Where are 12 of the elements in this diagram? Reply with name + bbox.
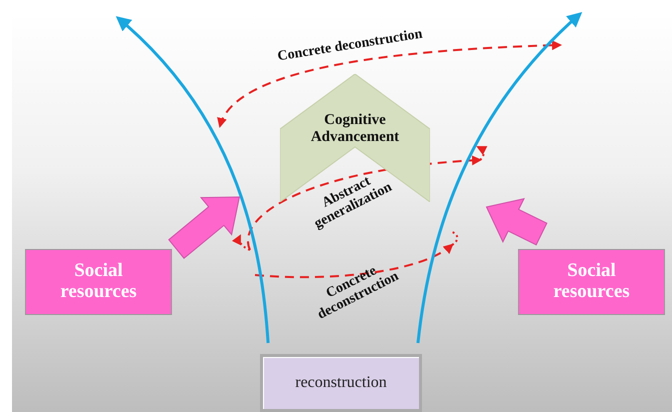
label-box — [25, 249, 172, 315]
node-text: Social resources — [552, 261, 631, 303]
node-text: Cognitive Advancement — [310, 112, 400, 145]
label-box — [260, 354, 422, 412]
node-text: reconstruction — [295, 374, 387, 392]
curved-arrow — [116, 16, 270, 344]
arrow-label: Concrete deconstruction — [276, 26, 424, 66]
block-arrow — [486, 198, 548, 246]
label-box — [518, 249, 665, 315]
block-arrow — [168, 196, 240, 259]
node-text: Social resources — [59, 261, 138, 303]
curved-arrow — [416, 12, 582, 344]
